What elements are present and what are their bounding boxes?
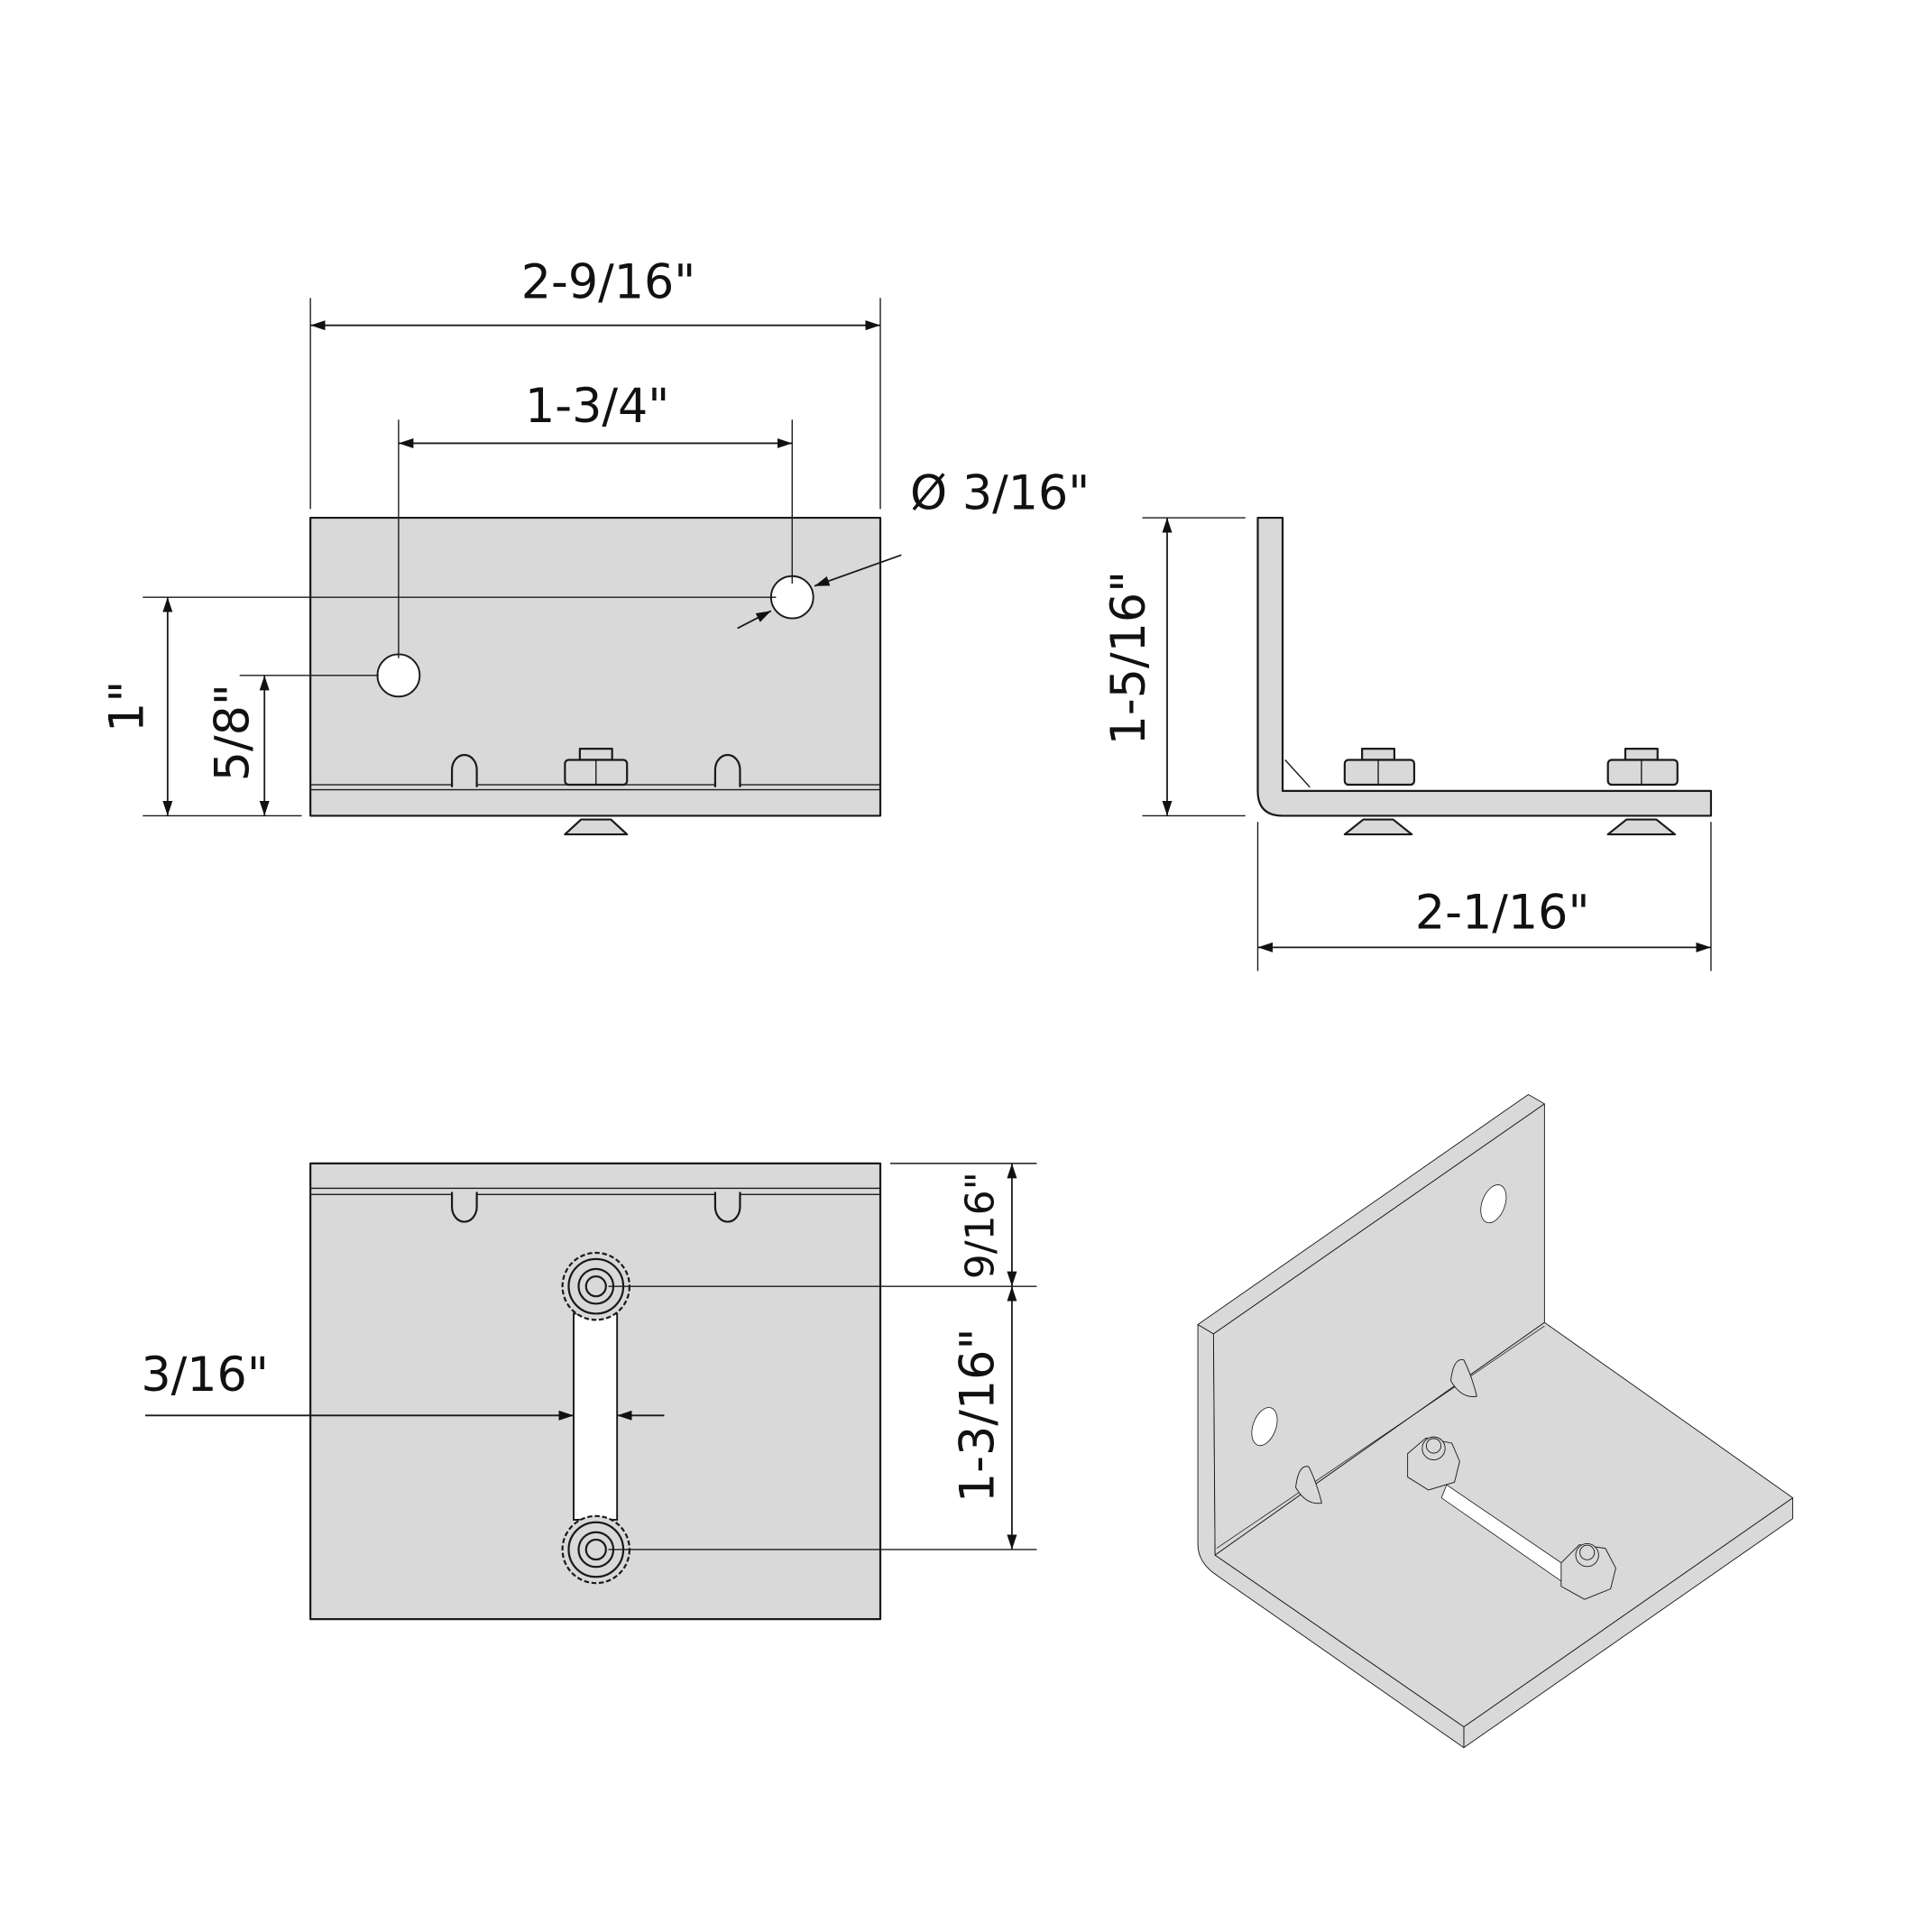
dim-label: 9/16" — [957, 1172, 1003, 1279]
l-bracket-profile — [1256, 516, 1713, 817]
screw-head — [1343, 818, 1413, 836]
nut-icon — [1343, 747, 1416, 787]
dim-label: 1-3/16" — [950, 1329, 1005, 1504]
slot-tab — [713, 753, 741, 787]
screw-head — [1606, 818, 1677, 836]
front-view: 2-9/16" 1-3/4" Ø 3/16" 1" 5/8" — [99, 254, 1090, 836]
side-view: 1-5/16" 2-1/16" — [1101, 516, 1713, 971]
nut-icon — [1560, 1542, 1616, 1600]
dim-label: 1-5/16" — [1101, 571, 1156, 746]
mounting-hole — [376, 653, 421, 698]
slot-tab — [450, 1191, 478, 1223]
dim-label: Ø 3/16" — [910, 465, 1090, 520]
isometric-view — [1197, 1094, 1794, 1749]
nut-icon — [1606, 747, 1679, 787]
dim-label: 1" — [99, 681, 154, 732]
dim-label: 1-3/4" — [525, 379, 669, 434]
nut-icon — [1407, 1436, 1460, 1491]
dim-label: 2-9/16" — [521, 254, 696, 309]
dim-label: 5/8" — [205, 684, 260, 781]
top-view: 3/16" 9/16" 1-3/16" — [141, 1162, 1037, 1621]
bolt-icon — [561, 1514, 631, 1585]
adjustment-slot — [573, 1312, 619, 1521]
dim-label: 3/16" — [141, 1348, 269, 1403]
dim-label: 2-1/16" — [1415, 886, 1590, 941]
nut-icon — [564, 747, 629, 787]
screw-head — [564, 818, 629, 836]
slot-tab — [713, 1191, 741, 1223]
slot-tab — [450, 753, 478, 787]
